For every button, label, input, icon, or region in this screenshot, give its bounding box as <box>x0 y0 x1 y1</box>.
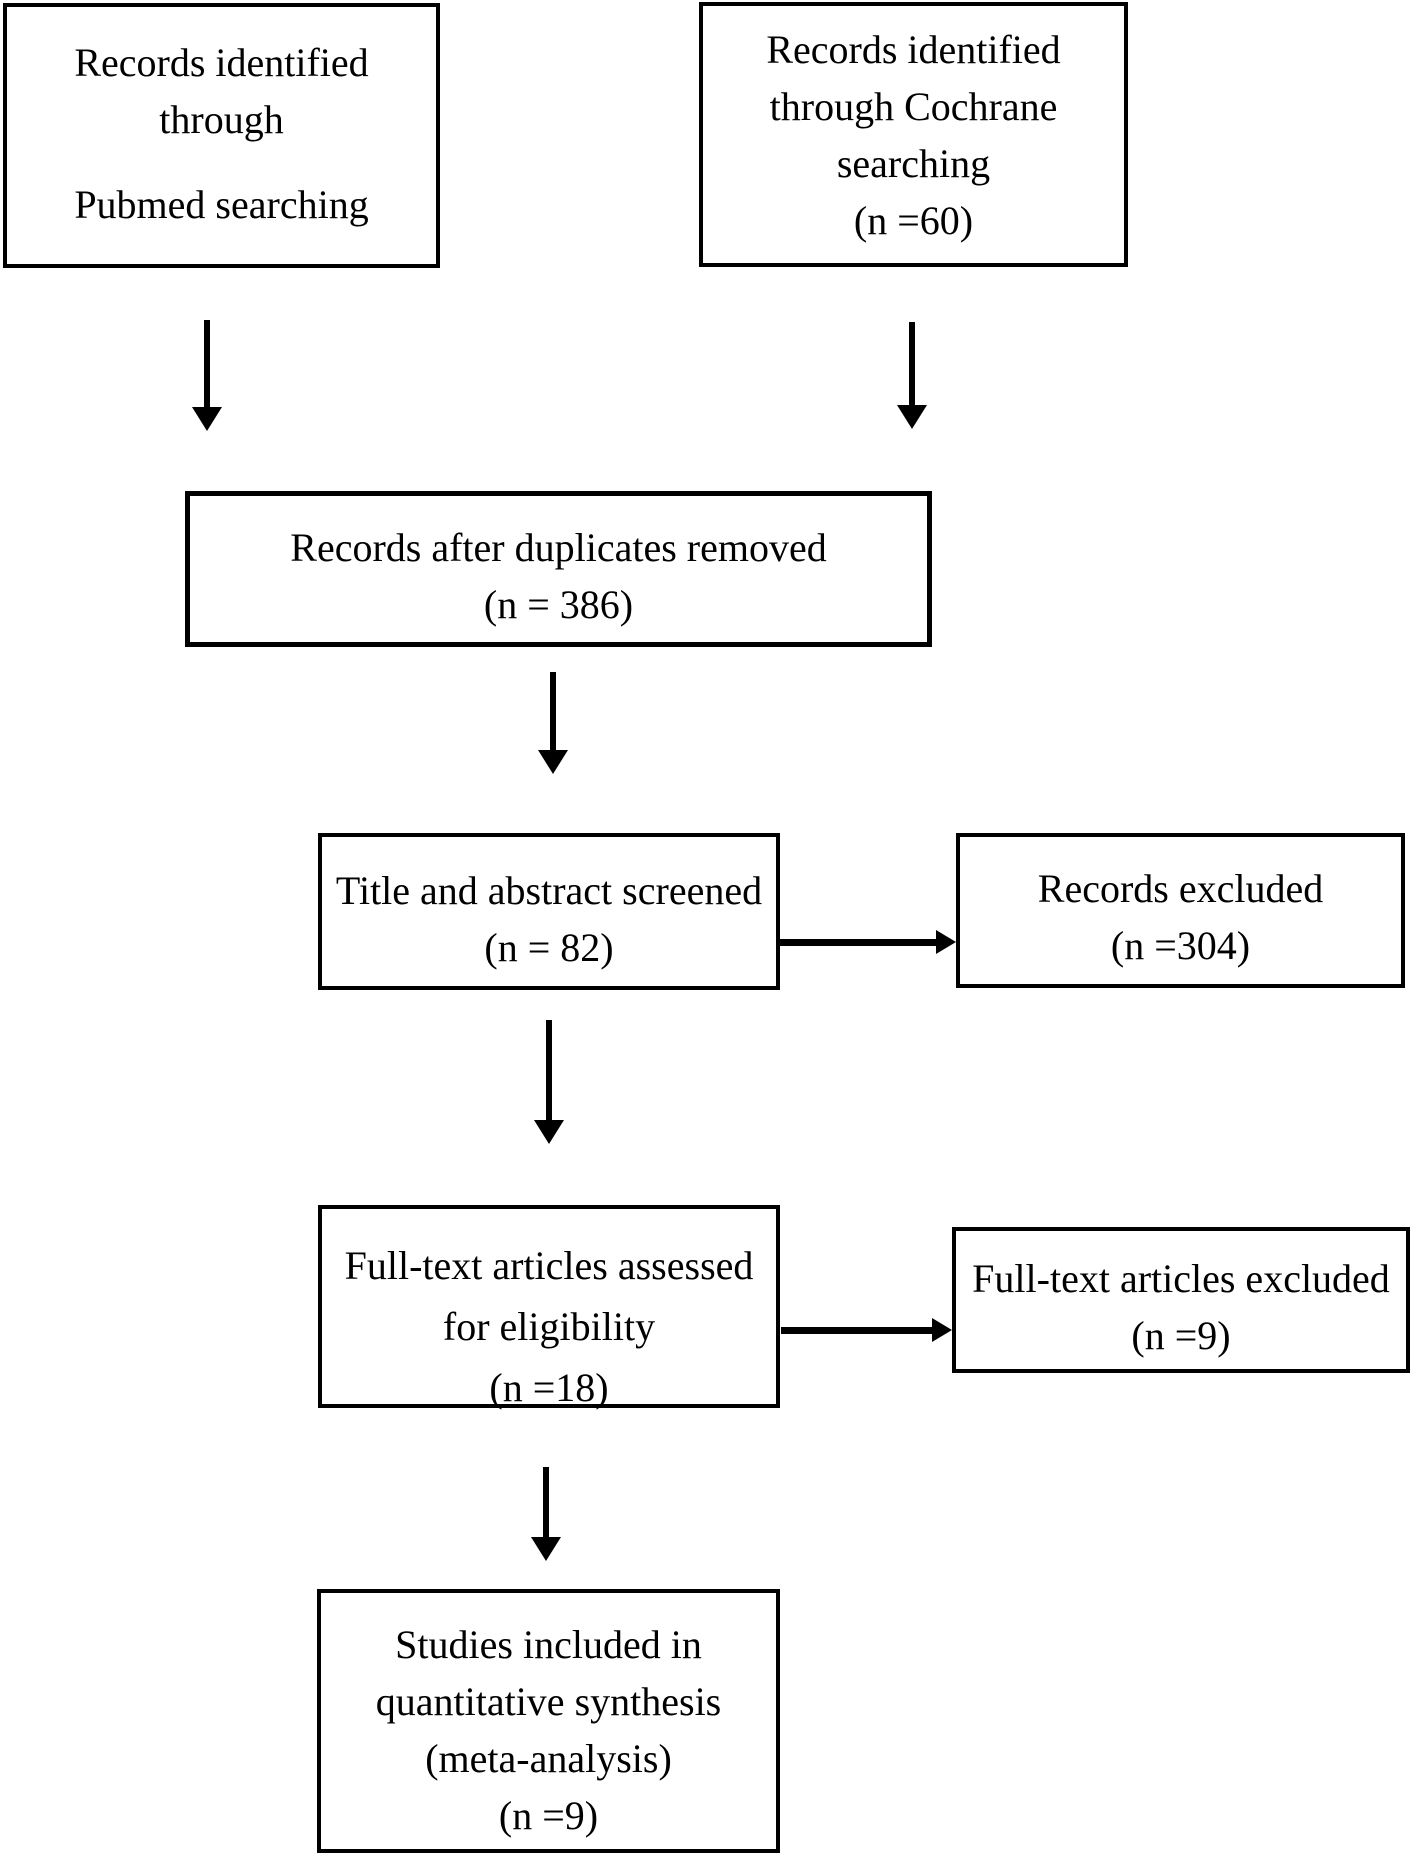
arrow-stem <box>781 1326 932 1334</box>
arrow-stem <box>546 1020 552 1120</box>
box-text-line: through Cochrane <box>769 83 1058 129</box>
right-arrow-screened-to-excluded <box>780 930 956 954</box>
arrowhead-right-icon <box>932 1318 952 1342</box>
down-arrow-pubmed-to-dedup <box>192 320 222 431</box>
box-text-line: Title and abstract screened <box>335 867 763 913</box>
box-records-identified-cochrane: Records identified through Cochrane sear… <box>699 2 1128 267</box>
box-text-line: Pubmed searching <box>74 182 369 227</box>
box-text-line: Studies included in <box>395 1622 702 1667</box>
box-text-line: searching <box>836 140 991 186</box>
box-records-after-duplicates-removed: Records after duplicates removed (n = 38… <box>185 491 932 647</box>
arrow-stem <box>550 672 556 750</box>
box-fulltext-excluded: Full-text articles excluded (n =9) <box>952 1227 1410 1373</box>
arrow-stem <box>909 322 915 405</box>
right-arrow-fulltext-to-excluded <box>781 1318 952 1342</box>
down-arrow-screened-to-fulltext <box>534 1020 564 1144</box>
arrowhead-down-icon <box>531 1537 561 1561</box>
box-title-abstract-screened: Title and abstract screened (n = 82) <box>318 833 780 990</box>
box-text-line: Full-text articles assessed <box>344 1243 754 1288</box>
box-text-line: through <box>159 97 284 142</box>
arrowhead-right-icon <box>936 930 956 954</box>
box-text-line: Records identified <box>766 26 1061 72</box>
down-arrow-fulltext-to-included <box>531 1467 561 1561</box>
box-text-line: Full-text articles excluded <box>972 1256 1390 1301</box>
arrow-stem <box>780 938 936 946</box>
box-records-excluded: Records excluded (n =304) <box>956 833 1405 988</box>
box-text-line: (n =9) <box>498 1793 599 1838</box>
arrowhead-down-icon <box>538 750 568 774</box>
down-arrow-cochrane-to-dedup <box>897 322 927 429</box>
box-text-line: for eligibility <box>442 1304 656 1349</box>
box-studies-included: Studies included in quantitative synthes… <box>317 1589 780 1853</box>
box-text-line: (n =18) <box>489 1365 609 1410</box>
box-text-line: (n =9) <box>1131 1313 1231 1358</box>
box-records-identified-pubmed: Records identified through Pubmed search… <box>3 3 440 268</box>
box-text-line: (meta-analysis) <box>425 1736 672 1781</box>
box-text-line: Records after duplicates removed <box>290 525 827 570</box>
box-text-line: (n = 82) <box>484 924 614 970</box>
box-text-line: (n =60) <box>853 197 974 243</box>
arrow-stem <box>204 320 210 407</box>
box-text-line: quantitative synthesis <box>375 1679 722 1724</box>
box-fulltext-assessed: Full-text articles assessed for eligibil… <box>318 1205 780 1410</box>
arrowhead-down-icon <box>192 407 222 431</box>
arrow-stem <box>543 1467 549 1537</box>
arrowhead-down-icon <box>897 405 927 429</box>
box-text-line: Records excluded <box>1037 865 1324 911</box>
box-text-line: (n =304) <box>1110 922 1251 968</box>
box-text-line: Records identified <box>74 40 369 85</box>
arrowhead-down-icon <box>534 1120 564 1144</box>
box-text-line: (n = 386) <box>483 582 634 627</box>
down-arrow-dedup-to-screened <box>538 672 568 774</box>
